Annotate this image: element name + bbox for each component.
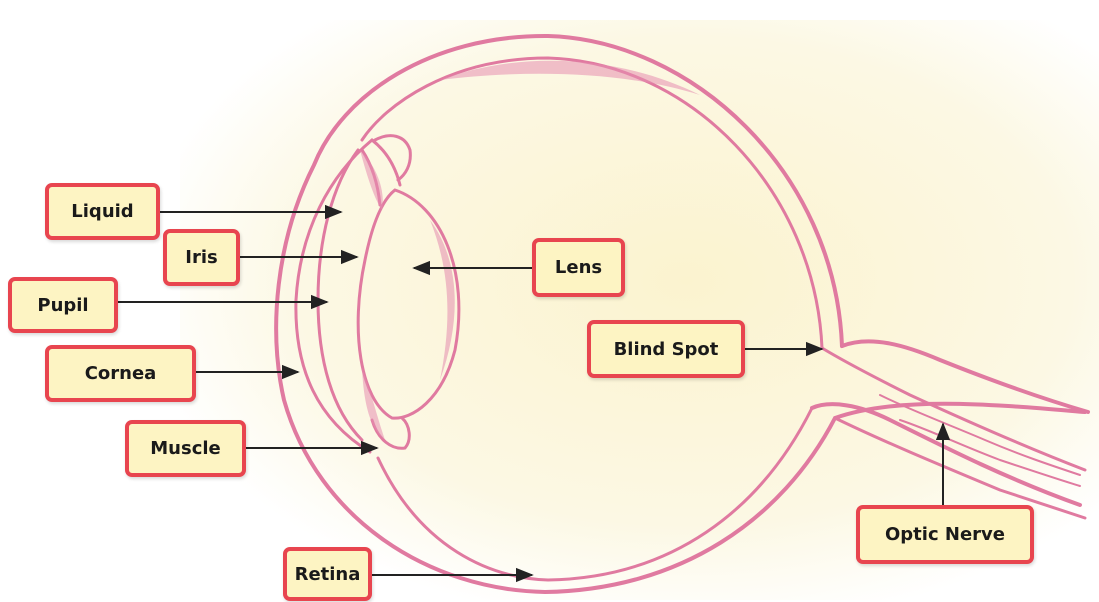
label-optic-nerve: Optic Nerve — [856, 505, 1034, 564]
label-lens: Lens — [532, 238, 625, 297]
label-cornea: Cornea — [45, 345, 196, 402]
label-pupil: Pupil — [8, 277, 118, 333]
label-liquid: Liquid — [45, 183, 160, 240]
label-blind-spot: Blind Spot — [587, 320, 745, 378]
label-iris: Iris — [163, 229, 240, 286]
label-retina: Retina — [283, 547, 372, 601]
label-muscle: Muscle — [125, 420, 246, 477]
